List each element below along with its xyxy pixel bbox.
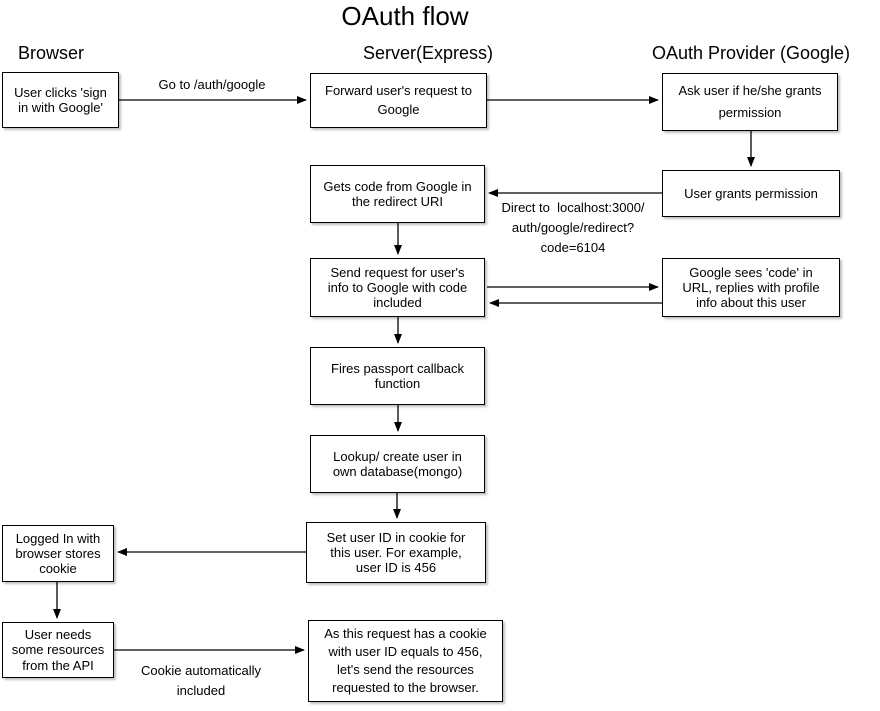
node-user-needs-resources: User needs some resources from the API xyxy=(2,622,114,678)
node-user-grants-permission: User grants permission xyxy=(662,170,840,217)
node-gets-code: Gets code from Google in the redirect UR… xyxy=(310,165,485,223)
node-fires-passport-callback: Fires passport callback function xyxy=(310,347,485,405)
node-forward-request: Forward user's request to Google xyxy=(310,73,487,128)
lane-header-browser: Browser xyxy=(17,43,85,63)
lane-header-provider: OAuth Provider (Google) xyxy=(651,43,851,63)
node-lookup-create-user: Lookup/ create user in own database(mong… xyxy=(310,435,485,493)
diagram-title: OAuth flow xyxy=(341,1,469,31)
node-user-clicks-sign-in: User clicks 'sign in with Google' xyxy=(2,72,119,128)
edge-label-cookie-included: Cookie automatically included xyxy=(141,663,261,699)
node-set-user-id-cookie: Set user ID in cookie for this user. For… xyxy=(306,522,486,583)
node-google-sees-code: Google sees 'code' in URL, replies with … xyxy=(662,258,840,317)
node-logged-in-stores-cookie: Logged In with browser stores cookie xyxy=(2,525,114,582)
edge-label-redirect-uri: Direct to localhost:3000/ auth/google/re… xyxy=(501,200,645,256)
edge-label-go-to-auth-google: Go to /auth/google xyxy=(158,77,266,92)
node-ask-permission: Ask user if he/she grants permission xyxy=(662,73,838,131)
node-send-request-user-info: Send request for user's info to Google w… xyxy=(310,258,485,317)
lane-header-server: Server(Express) xyxy=(362,43,494,63)
node-send-resources: As this request has a cookie with user I… xyxy=(308,620,503,702)
